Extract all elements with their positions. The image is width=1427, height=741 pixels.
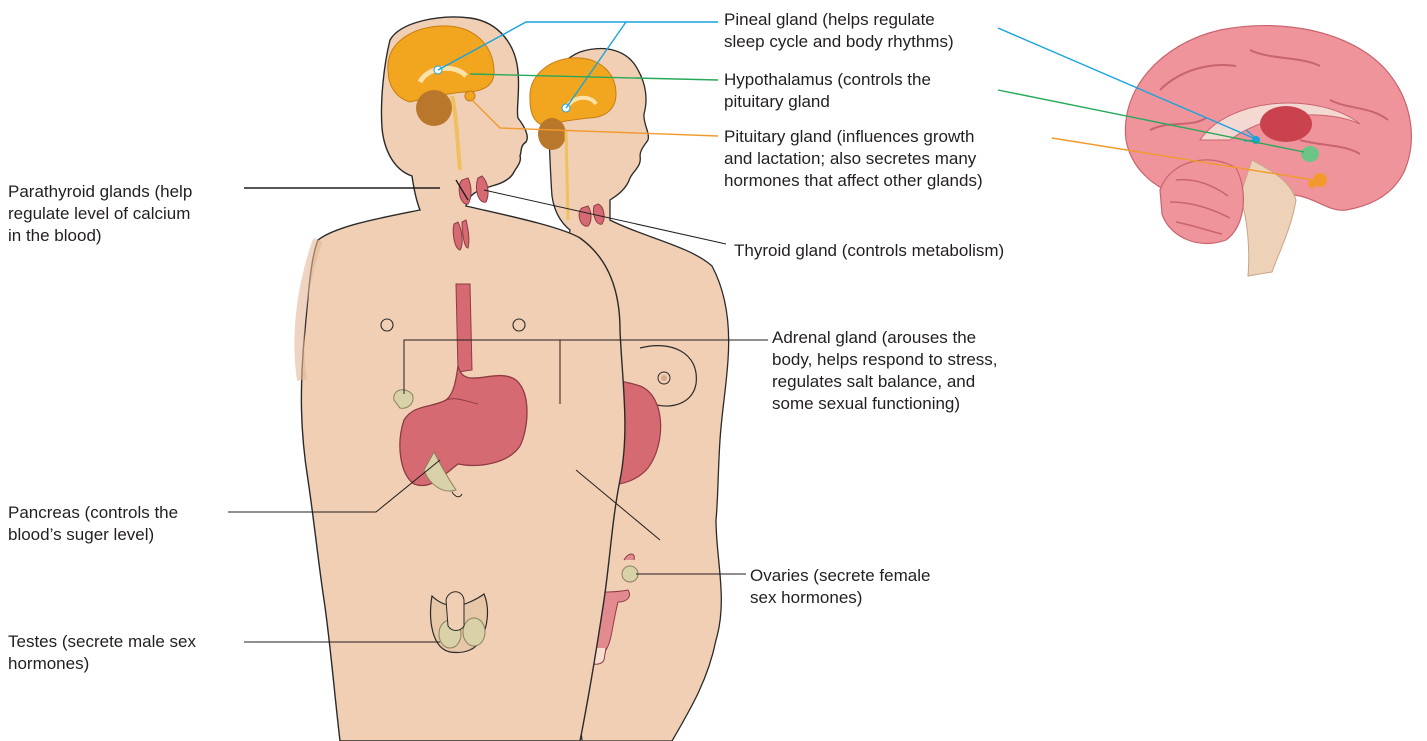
pancreas-label: Pancreas (controls the blood’s suger lev… xyxy=(8,502,178,546)
thyroid-label: Thyroid gland (controls metabolism) xyxy=(734,240,1004,262)
sagittal-hypothalamus xyxy=(1301,146,1319,162)
male-cerebellum xyxy=(416,90,452,126)
sagittal-brain xyxy=(1125,26,1411,276)
thalamus xyxy=(1260,106,1312,142)
testes-label: Testes (secrete male sex hormones) xyxy=(8,631,196,675)
female-cerebellum xyxy=(538,118,566,150)
pituitary-label: Pituitary gland (influences growth and l… xyxy=(724,126,983,192)
parathyroid-label: Parathyroid glands (help regulate level … xyxy=(8,181,192,247)
male-brain xyxy=(388,26,494,102)
pineal-label: Pineal gland (helps regulate sleep cycle… xyxy=(724,9,954,53)
female-ovary xyxy=(622,566,638,582)
testis-right xyxy=(463,618,485,646)
male-esophagus xyxy=(456,284,472,372)
ovaries-label: Ovaries (secrete female sex hormones) xyxy=(750,565,930,609)
hypothalamus-label: Hypothalamus (controls the pituitary gla… xyxy=(724,69,931,113)
adrenal-label: Adrenal gland (arouses the body, helps r… xyxy=(772,327,998,415)
